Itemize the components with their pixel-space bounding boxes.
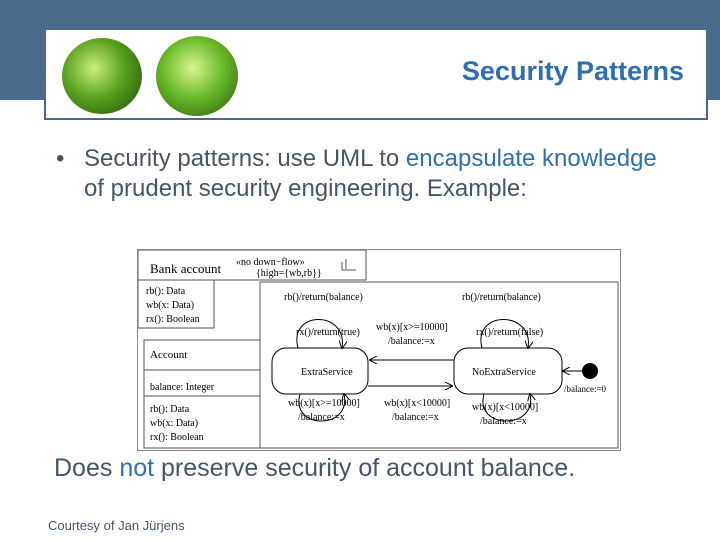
- extra-loop-label-2: rx()/return(true): [296, 327, 360, 338]
- no-bottom-action: /balance:=x: [480, 416, 527, 427]
- no-loop-label-2: rx()/return(false): [476, 327, 543, 338]
- leaf-image-1: [62, 38, 142, 114]
- no-bottom-guard: wb(x)[x<10000]: [472, 402, 538, 413]
- class-tag: {high={wb,rb}}: [256, 268, 322, 279]
- uml-diagram: Bank account «no down−flow» {high={wb,rb…: [137, 249, 621, 451]
- initial-action: /balance:=0: [564, 384, 607, 394]
- initial-state: [582, 363, 598, 379]
- statement-after: preserve security of account balance.: [154, 454, 575, 482]
- title-frame: Security Patterns: [44, 28, 708, 120]
- no-loop-label-1: rb()/return(balance): [462, 292, 541, 303]
- to-extra-action: /balance:=x: [388, 336, 435, 347]
- to-no-action: /balance:=x: [392, 412, 439, 423]
- account-attribute: balance: Integer: [150, 382, 215, 393]
- to-no-guard: wb(x)[x<10000]: [384, 398, 450, 409]
- credit-line: Courtesy of Jan Jürjens: [48, 518, 185, 533]
- bullet-text-before: Security patterns: use UML to: [84, 145, 406, 172]
- bullet-highlight: encapsulate knowledge: [406, 145, 657, 172]
- bullet-text-after: of prudent security engineering. Example…: [84, 175, 527, 202]
- account-class-name: Account: [150, 349, 187, 361]
- state-extra-label: ExtraService: [301, 367, 353, 378]
- account-op-3: rx(): Boolean: [150, 432, 204, 443]
- bullet-item: • Security patterns: use UML to encapsul…: [56, 144, 676, 204]
- bullet-body: Security patterns: use UML to encapsulat…: [56, 144, 676, 204]
- class-op-3: rx(): Boolean: [146, 314, 200, 325]
- statement: Does not preserve security of account ba…: [54, 454, 575, 483]
- component-icon: [342, 259, 356, 270]
- extra-bottom-action: /balance:=x: [298, 412, 345, 423]
- statement-highlight: not: [119, 454, 154, 482]
- extra-loop-label-1: rb()/return(balance): [284, 292, 363, 303]
- class-op-1: rb(): Data: [146, 286, 186, 297]
- class-name: Bank account: [150, 261, 222, 276]
- slide-title: Security Patterns: [462, 56, 684, 87]
- account-op-1: rb(): Data: [150, 404, 190, 415]
- class-op-2: wb(x: Data): [146, 300, 194, 311]
- to-extra-guard: wb(x)[x>=10000]: [376, 322, 448, 333]
- bullet-symbol: •: [56, 144, 64, 174]
- extra-bottom-guard: wb(x)[x>=10000]: [288, 398, 360, 409]
- state-no-extra-label: NoExtraService: [472, 367, 536, 378]
- leaf-image-2: [156, 36, 238, 116]
- statement-before: Does: [54, 454, 119, 482]
- class-stereotype: «no down−flow»: [236, 257, 305, 268]
- account-op-2: wb(x: Data): [150, 418, 198, 429]
